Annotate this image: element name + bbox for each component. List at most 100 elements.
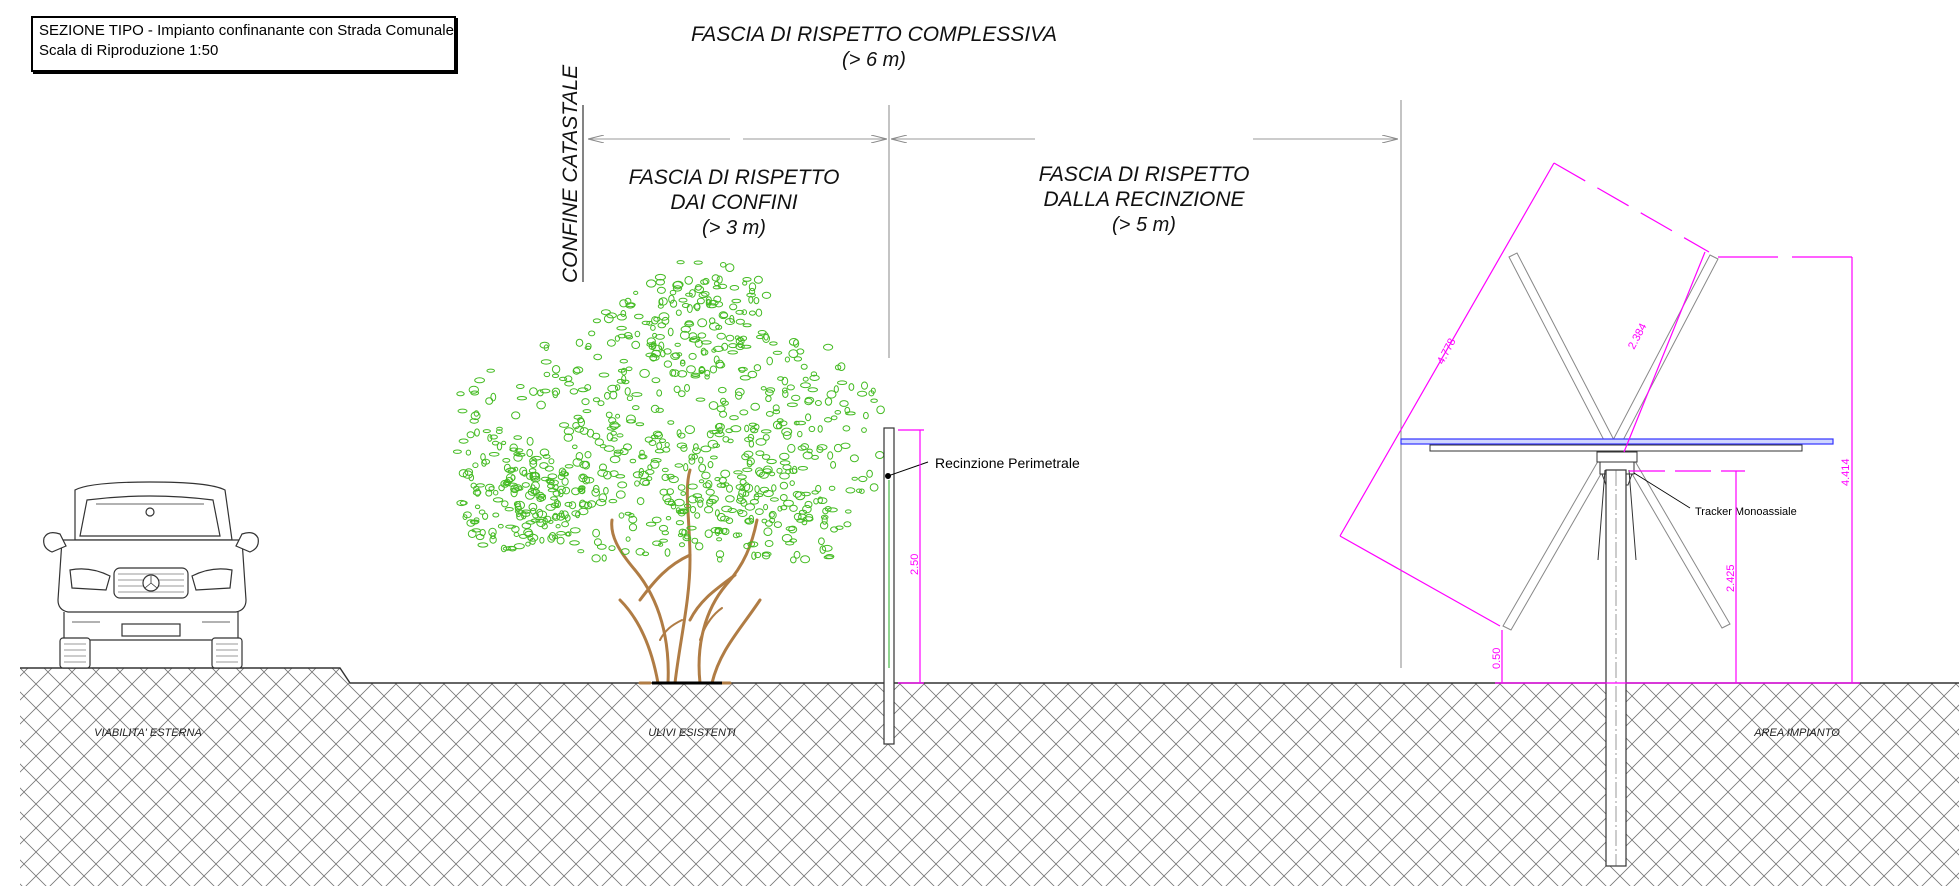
leaf-mark — [725, 263, 735, 273]
leaf-mark — [754, 485, 760, 494]
leaf-mark — [530, 484, 536, 492]
leaf-mark — [822, 507, 829, 515]
leaf-mark — [669, 369, 677, 377]
leaf-mark — [714, 422, 725, 431]
leaf-mark — [748, 282, 757, 292]
leaf-mark — [821, 544, 833, 552]
leaf-mark — [741, 309, 747, 316]
leaf-mark — [769, 512, 775, 518]
leaf-mark — [616, 313, 627, 321]
leaf-mark — [694, 512, 701, 519]
leaf-mark — [746, 459, 753, 468]
leaf-mark — [628, 515, 638, 524]
leaf-mark — [513, 501, 521, 508]
car-front-view — [43, 481, 259, 669]
leaf-mark — [539, 462, 549, 469]
leaf-mark — [530, 518, 541, 523]
leaf-mark — [743, 450, 754, 458]
right-band-title-line1: FASCIA DI RISPETTO — [1039, 163, 1250, 186]
leaf-mark — [656, 442, 663, 450]
leaf-mark — [529, 460, 538, 468]
leaf-mark — [716, 275, 723, 284]
leaf-mark — [650, 404, 660, 413]
leaf-mark — [631, 340, 641, 349]
leaf-mark — [827, 507, 838, 513]
leaf-mark — [489, 535, 497, 544]
fence-height-dimension — [898, 429, 924, 684]
leaf-mark — [845, 487, 856, 494]
leaf-mark — [688, 352, 697, 360]
leaf-mark — [613, 449, 624, 454]
leaf-mark — [800, 555, 811, 564]
leaf-mark — [858, 475, 868, 483]
leaf-mark — [761, 552, 771, 560]
leaf-mark — [500, 544, 507, 553]
ground-section — [20, 667, 1959, 886]
leaf-mark — [845, 509, 852, 514]
leaf-mark — [539, 448, 550, 457]
leaf-mark — [717, 426, 724, 434]
leaf-mark — [594, 438, 604, 447]
leaf-mark — [851, 476, 858, 481]
leaf-mark — [680, 491, 687, 496]
leaf-mark — [761, 518, 768, 524]
leaf-mark — [502, 458, 511, 463]
leaf-mark — [458, 469, 469, 478]
leaf-mark — [646, 342, 657, 348]
leaf-mark — [457, 408, 468, 414]
leaf-mark — [755, 438, 767, 446]
leaf-mark — [705, 480, 713, 489]
leaf-mark — [725, 428, 734, 434]
leaf-mark — [716, 332, 726, 340]
leaf-mark — [470, 411, 481, 421]
leaf-mark — [755, 308, 763, 317]
leaf-mark — [592, 318, 602, 324]
leaf-mark — [681, 303, 690, 308]
leaf-mark — [548, 519, 554, 524]
leaf-mark — [473, 517, 480, 522]
cadastral-boundary-label: CONFINE CATASTALE — [559, 64, 582, 283]
title-block-line2: Scala di Riproduzione 1:50 — [39, 42, 219, 59]
leaf-mark — [698, 479, 705, 484]
leaf-mark — [805, 413, 812, 422]
leaf-mark — [624, 297, 632, 305]
leaf-mark — [748, 514, 754, 523]
leaf-mark — [679, 330, 690, 340]
leaf-mark — [652, 332, 658, 338]
leaf-mark — [707, 461, 714, 469]
leaf-mark — [677, 432, 686, 439]
leaf-mark — [578, 501, 590, 509]
leaf-mark — [620, 548, 630, 555]
overall-band-title: FASCIA DI RISPETTO COMPLESSIVA — [691, 23, 1057, 46]
leaf-mark — [817, 497, 828, 505]
leaf-mark — [761, 291, 772, 299]
leaf-mark — [632, 405, 640, 411]
leaf-mark — [710, 527, 721, 534]
leaf-mark — [641, 551, 650, 557]
leaf-mark — [603, 470, 612, 480]
leaf-mark — [584, 501, 593, 510]
leaf-mark — [592, 397, 601, 403]
leaf-mark — [817, 425, 823, 433]
leaf-mark — [650, 459, 660, 469]
leaf-mark — [625, 414, 636, 424]
leaf-mark — [793, 550, 801, 559]
leaf-mark — [866, 469, 873, 478]
leaf-mark — [747, 370, 758, 379]
leaf-mark — [507, 467, 517, 472]
leaf-mark — [772, 409, 781, 415]
leaf-mark — [786, 402, 798, 408]
leaf-mark — [678, 508, 689, 514]
leaf-mark — [477, 542, 489, 548]
leaf-mark — [830, 526, 839, 533]
leaf-mark — [712, 443, 721, 449]
leaf-mark — [753, 364, 762, 372]
max-height-value: 4.414 — [1840, 458, 1852, 486]
leaf-mark — [559, 510, 565, 518]
leaf-mark — [821, 516, 828, 525]
leaf-mark — [578, 473, 588, 483]
leaf-mark — [593, 353, 603, 361]
leaf-mark — [656, 286, 666, 294]
leaf-mark — [659, 488, 669, 496]
leaf-mark — [595, 498, 607, 507]
